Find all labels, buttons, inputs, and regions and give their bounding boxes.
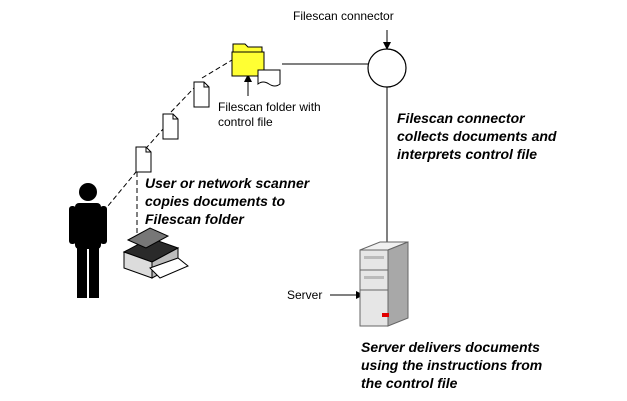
server-label: Server xyxy=(287,288,323,302)
document-icon xyxy=(135,146,152,173)
folder-icon xyxy=(231,43,281,87)
server-icon xyxy=(359,241,409,327)
connector-icon xyxy=(367,48,407,88)
folder-label: Filescan folder with control file xyxy=(218,100,321,129)
connector-arrowhead xyxy=(383,42,391,50)
document-icon xyxy=(193,81,210,108)
scanner-icon xyxy=(122,227,189,279)
document-icon xyxy=(162,113,179,140)
server-delivers-note: Server delivers documents using the inst… xyxy=(361,339,543,391)
connector-label: Filescan connector xyxy=(293,9,394,23)
person-icon xyxy=(69,183,107,298)
connector-collects-note: Filescan connector collects documents an… xyxy=(397,110,557,162)
user-copies-note: User or network scanner copies documents… xyxy=(145,175,310,227)
folder-arrowhead xyxy=(244,74,252,82)
connection-lines xyxy=(247,30,388,296)
